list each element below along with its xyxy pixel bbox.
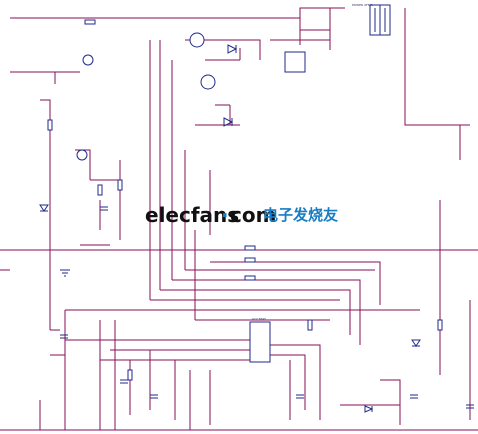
- capacitor-icon: [150, 394, 158, 399]
- resistor-icon: [84, 19, 96, 25]
- transformer-icon: [369, 4, 391, 36]
- resistor-icon: [97, 184, 103, 196]
- resistor-icon: [127, 369, 133, 381]
- diode-icon: [39, 204, 49, 212]
- watermark-site: elecfans: [145, 203, 239, 227]
- capacitor-icon: [100, 206, 108, 211]
- resistor-icon: [47, 119, 53, 131]
- capacitor-icon: [120, 379, 128, 384]
- watermark-tld: com: [230, 203, 276, 227]
- resistor-icon: [244, 257, 256, 263]
- diode-icon: [223, 117, 234, 127]
- diode-icon: [364, 405, 374, 413]
- diode-icon: [411, 339, 421, 347]
- capacitor-icon: [60, 334, 68, 339]
- mosfet-icon: [76, 149, 88, 161]
- component-symbols: [39, 4, 474, 413]
- resistor-icon: [437, 319, 443, 331]
- mosfet-icon: [200, 74, 216, 90]
- ic-label: UCC3895: [252, 317, 266, 321]
- diode-icon: [227, 44, 238, 54]
- watermark: elecfans · com 电子发烧友: [145, 203, 338, 227]
- resistor-icon: [244, 245, 256, 251]
- capacitor-icon: [410, 394, 418, 399]
- mosfet-icon: [189, 32, 205, 48]
- watermark-chinese: 电子发烧友: [263, 206, 338, 224]
- capacitor-icon: [466, 404, 474, 409]
- ground-icon: [60, 269, 70, 277]
- resistor-icon: [244, 275, 256, 281]
- mosfet-icon: [82, 54, 94, 66]
- capacitor-icon: [296, 394, 304, 399]
- resistor-icon: [307, 319, 313, 331]
- ic-icon: [284, 51, 306, 73]
- watermark-dot: ·: [221, 203, 229, 227]
- schematic-labels: POWER XFMR UCC3895: [252, 3, 373, 321]
- power-xfmr-label: POWER XFMR: [352, 3, 373, 7]
- resistor-icon: [117, 179, 123, 191]
- ic-icon: [249, 321, 271, 363]
